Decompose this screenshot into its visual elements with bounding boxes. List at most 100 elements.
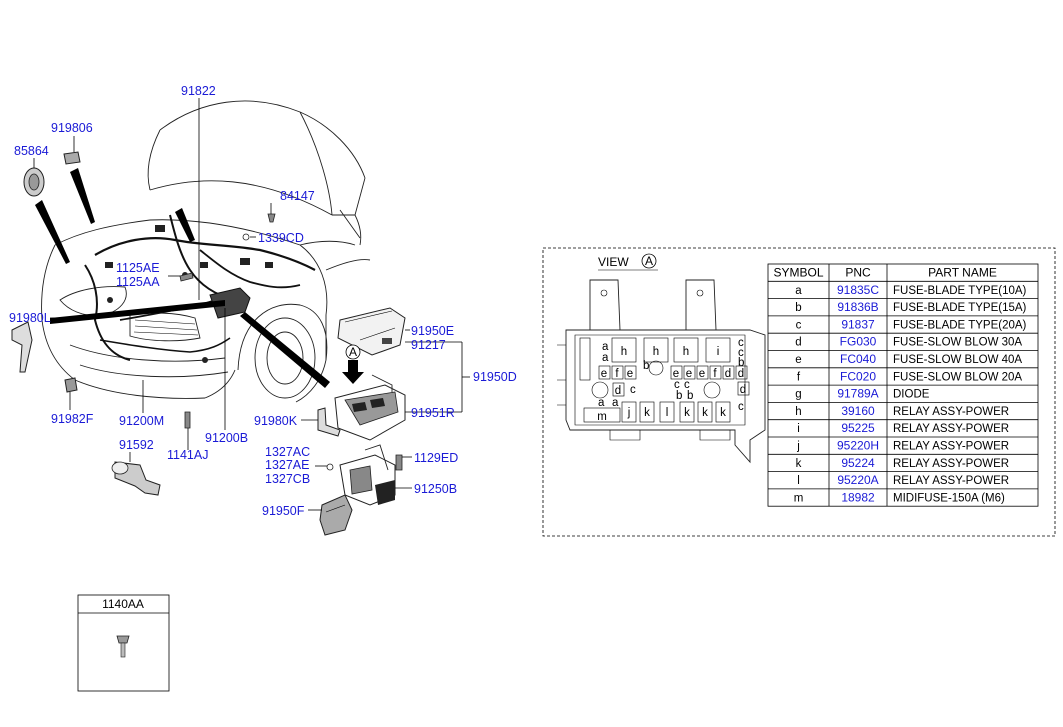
slot-f2: f [713,368,717,380]
slot-f1: f [615,368,619,380]
slot-h2: h [653,346,659,358]
callout-919806[interactable]: 919806 [51,121,93,135]
slot-h3: h [683,346,689,358]
bolt-box-label[interactable]: 1140AA [102,597,144,611]
slot-d4: d [740,384,746,396]
table-cell-symbol: f [797,371,801,383]
slot-k2: k [684,407,690,419]
callout-91980L[interactable]: 91980L [9,311,51,325]
callout-91950D[interactable]: 91950D [473,370,517,384]
view-marker-letter: A [349,345,357,359]
slot-c3: c [630,384,636,396]
table-cell-symbol: c [796,319,802,331]
table-cell-pnc[interactable]: 91789A [837,387,878,401]
callout-1327AC[interactable]: 1327AC [265,445,310,459]
callout-84147[interactable]: 84147 [280,189,315,203]
car-body-drawing [41,100,371,403]
table-cell-part-name: FUSE-BLADE TYPE(15A) [893,302,1027,314]
callout-91982F[interactable]: 91982F [51,412,94,426]
callout-91592[interactable]: 91592 [119,438,154,452]
leader-lines [33,98,470,511]
table-cell-symbol: e [795,354,801,366]
slot-k1: k [644,407,650,419]
view-marker: A [345,344,361,360]
table-cell-part-name: FUSE-SLOW BLOW 30A [893,337,1022,349]
table-cell-part-name: FUSE-SLOW BLOW 40A [893,354,1022,366]
bolt-icon [116,635,130,658]
slot-l: l [666,407,669,419]
table-cell-symbol: j [796,440,800,452]
callout-91980K[interactable]: 91980K [254,414,298,428]
view-title: VIEW [598,255,629,269]
table-header-symbol: SYMBOL [773,265,823,279]
table-cell-part-name: FUSE-SLOW BLOW 20A [893,371,1022,383]
bolt-box: 1140AA [77,594,170,692]
table-cell-pnc[interactable]: 18982 [841,490,875,504]
slot-e1: e [601,368,607,380]
slot-m: m [597,411,607,423]
table-cell-symbol: d [795,337,801,349]
table-cell-pnc[interactable]: 91837 [841,317,875,331]
table-cell-pnc[interactable]: 95220A [837,473,878,487]
table-cell-symbol: b [795,302,801,314]
callout-91200M[interactable]: 91200M [119,414,164,428]
slot-c1: c [738,337,744,349]
callout-1129ED[interactable]: 1129ED [414,451,458,465]
slot-j: j [627,407,631,419]
slot-e5: e [699,368,705,380]
slot-k3: k [702,407,708,419]
table-cell-pnc[interactable]: 91835C [837,283,879,297]
callout-91822[interactable]: 91822 [181,84,216,98]
callout-1125AA[interactable]: 1125AA [116,275,160,289]
table-cell-pnc[interactable]: 91836B [837,300,878,314]
slot-e4: e [686,368,692,380]
callout-1339CD[interactable]: 1339CD [258,231,304,245]
view-a-panel: VIEW A h h h i a a c c [542,247,1056,537]
part-icons [11,151,403,496]
slot-b4: b [687,390,693,402]
table-cell-pnc[interactable]: 95225 [841,421,875,435]
callout-91950F[interactable]: 91950F [262,504,305,518]
callout-91950E[interactable]: 91950E [411,324,454,338]
slot-d3: d [615,385,621,397]
callout-85864[interactable]: 85864 [14,144,49,158]
table-cell-part-name: RELAY ASSY-POWER [893,406,1009,418]
table-cell-pnc[interactable]: FG030 [840,335,877,349]
table-cell-pnc[interactable]: 39160 [841,404,875,418]
callout-1327AE[interactable]: 1327AE [265,458,309,472]
callout-1125AE[interactable]: 1125AE [116,261,160,275]
table-header-pnc: PNC [845,265,871,279]
callout-91951R[interactable]: 91951R [411,406,455,420]
callout-91200B[interactable]: 91200B [205,431,248,445]
callout-91217[interactable]: 91217 [411,338,446,352]
slot-e3: e [673,368,679,380]
table-cell-part-name: DIODE [893,389,930,401]
wiring-harness-drawing [84,214,316,363]
slot-a4: a [612,397,619,409]
table-cell-symbol: h [795,406,801,418]
callout-1327CB[interactable]: 1327CB [265,472,310,486]
table-cell-symbol: a [795,285,802,297]
table-cell-pnc[interactable]: 95220H [837,438,879,452]
callout-labels: 91822 919806 85864 84147 1339CD 1125AE 1… [9,84,517,518]
callout-91250B[interactable]: 91250B [414,482,457,496]
table-cell-part-name: RELAY ASSY-POWER [893,423,1009,435]
slot-c5: c [684,379,690,391]
fuse-box-view: h h h i a a c c b b e f e e e e [557,279,766,464]
slot-b1: b [738,357,744,369]
callout-1141AJ[interactable]: 1141AJ [167,448,208,462]
table-cell-symbol: m [794,492,804,504]
slot-a2: a [602,352,609,364]
table-cell-part-name: FUSE-BLADE TYPE(20A) [893,319,1027,331]
table-cell-pnc[interactable]: FC040 [840,352,876,366]
table-cell-pnc[interactable]: FC020 [840,369,876,383]
table-cell-symbol: l [797,475,800,487]
table-cell-part-name: MIDIFUSE-150A (M6) [893,492,1005,504]
table-cell-pnc[interactable]: 95224 [841,456,875,470]
slot-a1: a [602,341,609,353]
table-cell-symbol: g [795,389,801,401]
table-cell-part-name: RELAY ASSY-POWER [893,440,1009,452]
table-cell-symbol: i [797,423,800,435]
fuse-box-cover-drawing [337,307,406,356]
